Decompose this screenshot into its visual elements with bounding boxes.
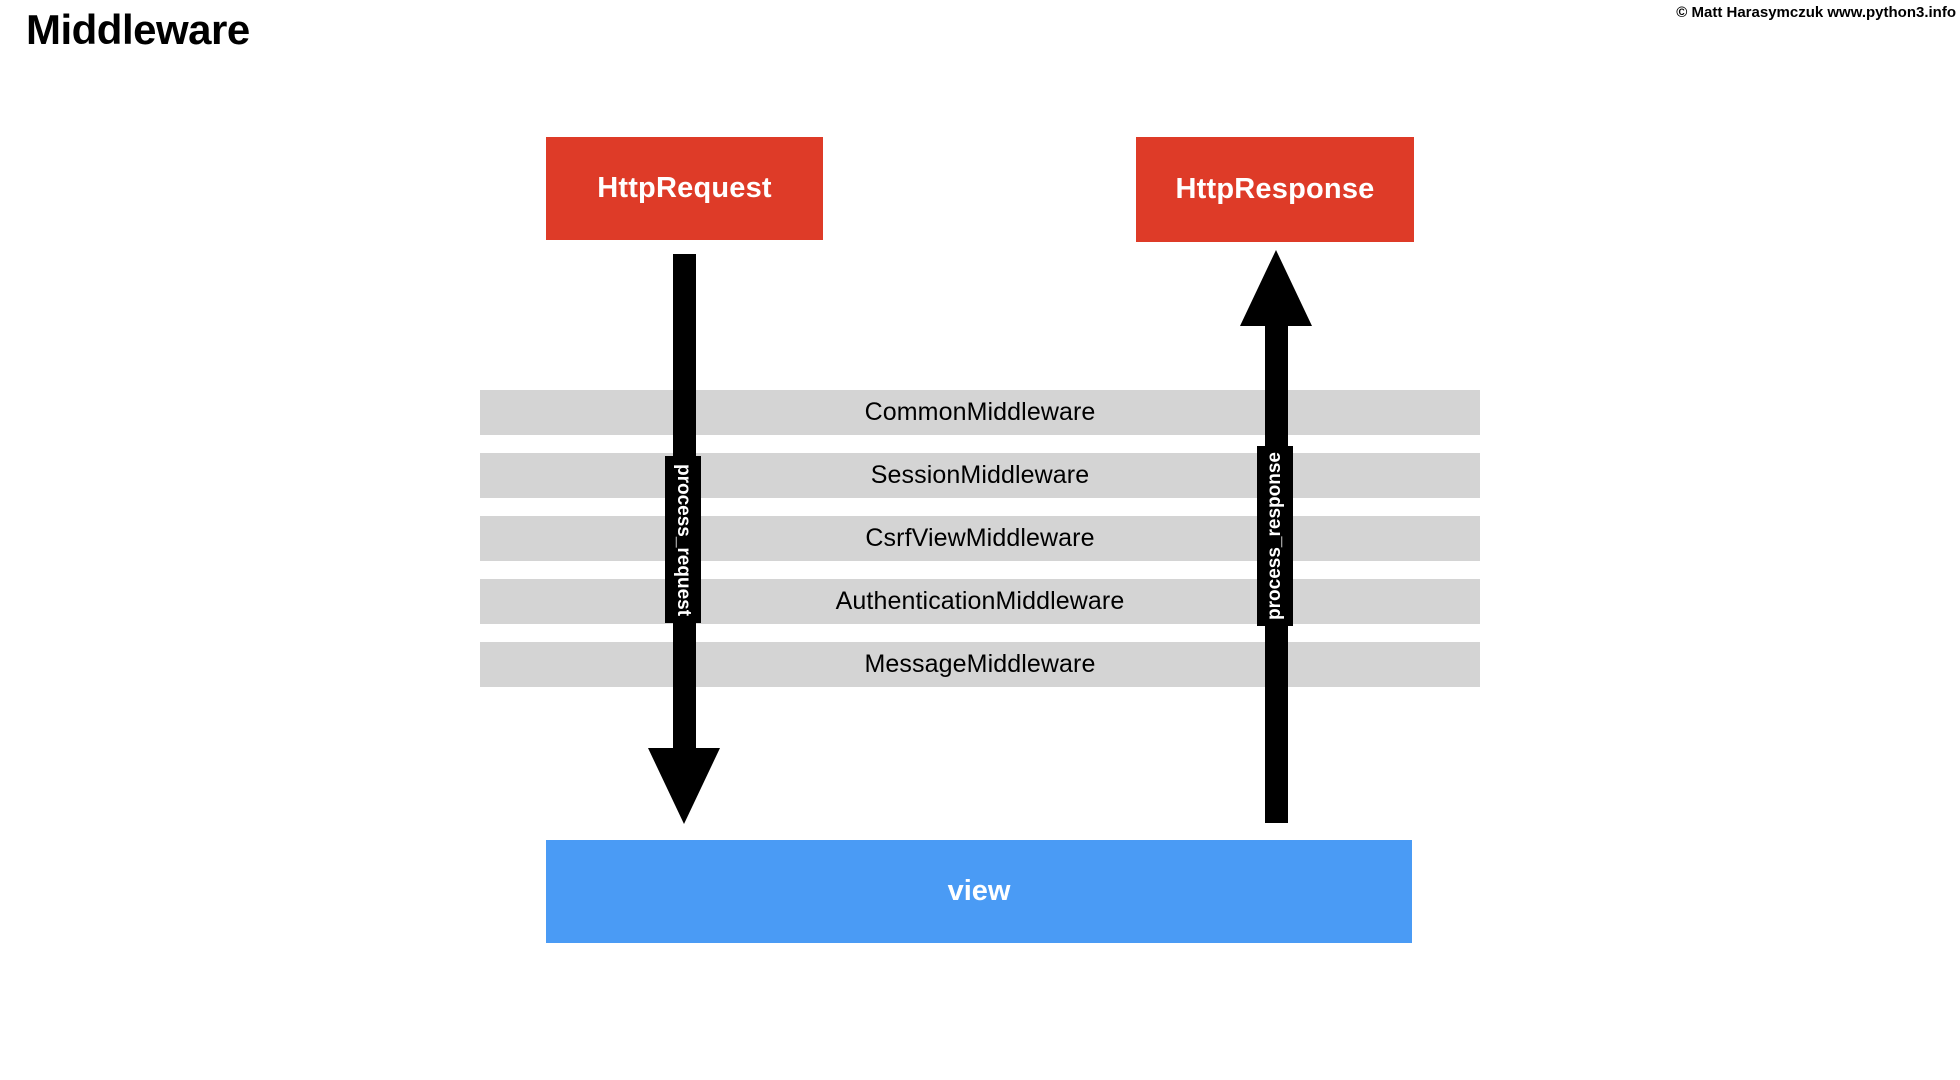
http-response-box: HttpResponse — [1136, 137, 1414, 242]
middleware-label: AuthenticationMiddleware — [835, 587, 1125, 615]
http-request-box: HttpRequest — [546, 137, 823, 240]
middleware-label: MessageMiddleware — [864, 650, 1096, 678]
middleware-bar-authentication: AuthenticationMiddleware — [480, 579, 1480, 624]
middleware-bar-session: SessionMiddleware — [480, 453, 1480, 498]
process-request-label: process_request — [665, 456, 701, 623]
middleware-label: CommonMiddleware — [864, 398, 1096, 426]
process-request-text: process_request — [673, 463, 695, 616]
middleware-stack: CommonMiddleware SessionMiddleware CsrfV… — [480, 390, 1480, 705]
middleware-bar-csrfview: CsrfViewMiddleware — [480, 516, 1480, 561]
arrow-head — [648, 748, 720, 824]
middleware-bar-message: MessageMiddleware — [480, 642, 1480, 687]
view-box: view — [546, 840, 1412, 943]
view-label: view — [947, 875, 1011, 907]
process-response-label: process_response — [1257, 446, 1293, 626]
middleware-label: CsrfViewMiddleware — [865, 524, 1095, 552]
process-response-text: process_response — [1264, 452, 1286, 620]
http-request-label: HttpRequest — [597, 172, 772, 204]
page-title: Middleware — [26, 6, 250, 53]
http-response-label: HttpResponse — [1175, 173, 1375, 205]
arrow-head — [1240, 250, 1312, 326]
middleware-bar-common: CommonMiddleware — [480, 390, 1480, 435]
copyright-notice: © Matt Harasymczuk www.python3.info — [1676, 4, 1956, 21]
middleware-label: SessionMiddleware — [870, 461, 1090, 489]
